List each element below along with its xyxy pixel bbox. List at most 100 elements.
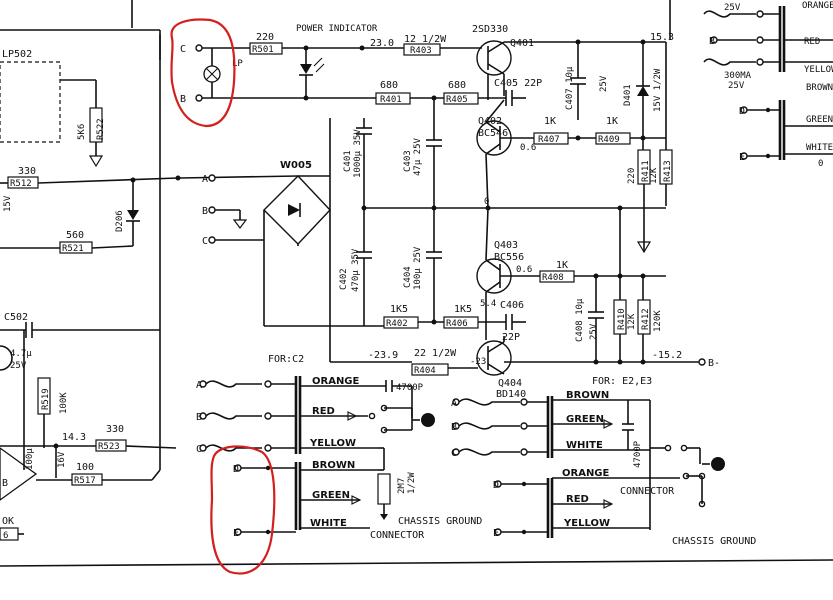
e-white: WHITE bbox=[566, 440, 603, 451]
opamp-pin-b: B bbox=[2, 478, 8, 489]
power-terminal-bottom[interactable] bbox=[195, 94, 203, 102]
r405-value: 680 bbox=[448, 80, 466, 91]
left-section: LP502 R522 5K6 330 R512 15V D206 560 R52… bbox=[0, 49, 181, 541]
tr-zero: 0 bbox=[818, 159, 823, 169]
term-b-bridge: B bbox=[202, 206, 208, 217]
q403-emitter-v: 0.6 bbox=[516, 265, 532, 275]
r411-value: 220 bbox=[627, 168, 637, 184]
term-c-top: C bbox=[180, 44, 186, 55]
r402-label: R402 bbox=[386, 319, 408, 329]
c2-switch-plug bbox=[421, 413, 435, 427]
r409-value: 1K bbox=[606, 116, 618, 127]
c502-value: 4.7µ bbox=[10, 349, 32, 359]
r2m7-watt: 1/2W bbox=[407, 472, 417, 494]
term-a-bridge: A bbox=[202, 174, 208, 185]
e-term-b: B bbox=[451, 422, 457, 433]
highlight-terminals-de bbox=[210, 445, 276, 575]
power-indicator-label: POWER INDICATOR bbox=[296, 24, 378, 34]
q402-ref: Q402 bbox=[478, 116, 502, 127]
q401-ref: Q401 bbox=[510, 38, 534, 49]
e-connector: CONNECTOR bbox=[620, 486, 675, 497]
r412-value: 120K bbox=[653, 310, 663, 332]
d401-label: D401 bbox=[623, 84, 633, 106]
transformer-c2: FOR:C2 A B C ORANGE RED YELLOW BROWN GRE… bbox=[196, 354, 482, 541]
r523-value: 330 bbox=[106, 424, 124, 435]
r521-value: 560 bbox=[66, 230, 84, 241]
r404-label: R404 bbox=[414, 366, 436, 376]
c402-label: C402 bbox=[339, 268, 349, 290]
tr-yellow: YELLOW bbox=[804, 65, 833, 75]
q404-ref: Q404 bbox=[498, 378, 522, 389]
q403-ref: Q403 bbox=[494, 240, 518, 251]
c2-cap-4700p: 4700P bbox=[396, 383, 424, 393]
c2-term-a: A bbox=[196, 380, 202, 391]
r413-label: R413 bbox=[663, 160, 673, 182]
power-terminal-top[interactable] bbox=[195, 44, 203, 52]
c2-chassis-ground: CHASSIS GROUND bbox=[398, 516, 482, 527]
tr-white: WHITE bbox=[806, 143, 833, 153]
r519-label: R519 bbox=[41, 388, 51, 410]
transformer-e2e3: A B C BROWN GREEN WHITE 4700P D E bbox=[451, 390, 756, 547]
v230-label: 23.0 bbox=[370, 38, 394, 49]
c2-brown: BROWN bbox=[312, 460, 355, 471]
e-red: RED bbox=[566, 494, 589, 505]
r408-value: 1K bbox=[556, 260, 568, 271]
c502-label: C502 bbox=[4, 312, 28, 323]
e-cap-4700p: 4700P bbox=[633, 440, 643, 468]
v143-label: 14.3 bbox=[62, 432, 86, 443]
v152-label: -15.2 bbox=[652, 350, 682, 361]
d401-value: 15V 1/2W bbox=[653, 68, 663, 112]
b-minus-label: B- bbox=[708, 358, 720, 369]
r2m7-value: 2M7 bbox=[397, 478, 407, 494]
c407-label: C407 10µ bbox=[565, 66, 575, 110]
e-chassis-ground: CHASSIS GROUND bbox=[672, 536, 756, 547]
frame-lines bbox=[0, 0, 833, 567]
v153-label: 15.3 bbox=[650, 32, 674, 43]
c408-voltage: 25V bbox=[589, 323, 599, 340]
tr-orange: ORANGE bbox=[802, 1, 833, 11]
c406-label: C406 bbox=[500, 300, 524, 311]
r517-value: 100 bbox=[76, 462, 94, 473]
tr-term-b: B bbox=[709, 36, 715, 47]
tr-green: GREEN bbox=[806, 115, 833, 125]
c2-term-b: B bbox=[196, 412, 202, 423]
lp502-label: LP502 bbox=[2, 49, 32, 60]
c406-value: 22P bbox=[502, 332, 520, 343]
term-d-label: D bbox=[233, 464, 239, 475]
q404-node-v: -23 bbox=[470, 357, 486, 367]
c2-yellow: YELLOW bbox=[309, 438, 356, 449]
e-term-d: D bbox=[493, 480, 499, 491]
c2-green: GREEN bbox=[312, 490, 350, 501]
v239-label: -23.9 bbox=[368, 350, 398, 361]
e-term-a: A bbox=[451, 398, 457, 409]
q402-emitter-v: 0.6 bbox=[520, 143, 536, 153]
r-6-label: 6 bbox=[3, 531, 8, 541]
c407-voltage: 25V bbox=[599, 75, 609, 92]
term-b-top: B bbox=[180, 94, 186, 105]
c403-label: C403 bbox=[403, 150, 413, 172]
tr-red: RED bbox=[804, 37, 820, 47]
r501-value: 220 bbox=[256, 32, 274, 43]
r519-value: 100K bbox=[59, 392, 69, 414]
e-green: GREEN bbox=[566, 414, 604, 425]
highlight-annotations bbox=[170, 18, 276, 575]
r407-value: 1K bbox=[544, 116, 556, 127]
q404-type: BD140 bbox=[496, 389, 526, 400]
term-c-bridge: C bbox=[202, 236, 208, 247]
for-c2-label: FOR:C2 bbox=[268, 354, 304, 365]
tr-term-e: E bbox=[739, 152, 745, 163]
r512-label: R512 bbox=[10, 179, 32, 189]
c2-red: RED bbox=[312, 406, 335, 417]
resistor-r412 bbox=[637, 299, 651, 335]
opamp-symbol bbox=[0, 447, 38, 501]
c403-value: 47µ 25V bbox=[413, 137, 423, 176]
c401-label: C401 bbox=[343, 150, 353, 172]
c2-connector: CONNECTOR bbox=[370, 530, 425, 541]
r413-value: 12K bbox=[649, 167, 659, 184]
r410-label: R410 bbox=[617, 308, 627, 330]
r517-label: R517 bbox=[74, 476, 96, 486]
r522-value: 5K6 bbox=[77, 124, 87, 140]
q403-base-v: 5.4 bbox=[480, 299, 496, 309]
c404-label: C404 bbox=[403, 266, 413, 288]
e-switch-plug bbox=[711, 457, 725, 471]
